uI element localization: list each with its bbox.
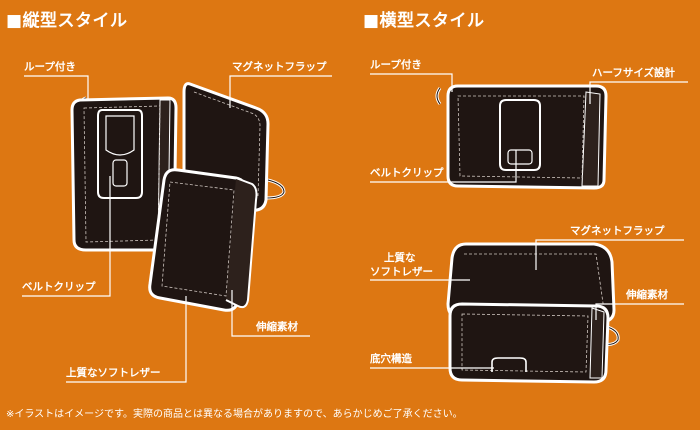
label-horizontal-bottom: 底穴構造 — [370, 353, 412, 365]
leader-lines — [22, 73, 688, 383]
disclaimer-footnote: ※イラストはイメージです。実際の商品とは異なる場合がありますので、あらかじめご了… — [6, 409, 463, 420]
horizontal-case-open — [446, 242, 620, 384]
vertical-case-open — [148, 82, 286, 312]
vertical-style-heading: ■縦型スタイル — [6, 11, 128, 31]
horizontal-style-heading: ■横型スタイル — [363, 11, 485, 31]
label-horizontal-leather-line1: 上質な — [384, 252, 416, 264]
label-horizontal-leather-line2: ソフトレザー — [370, 266, 433, 278]
label-horizontal-half-size: ハーフサイズ設計 — [592, 67, 676, 79]
vertical-case-closed — [70, 96, 178, 252]
label-horizontal-loop: ループ付き — [370, 59, 422, 71]
label-horizontal-belt-clip: ベルトクリップ — [370, 167, 444, 179]
label-vertical-leather: 上質なソフトレザー — [66, 367, 161, 379]
label-vertical-stretch: 伸縮素材 — [256, 321, 298, 333]
label-vertical-belt-clip: ベルトクリップ — [22, 281, 96, 293]
label-horizontal-stretch: 伸縮素材 — [626, 289, 668, 301]
horizontal-case-closed — [435, 84, 608, 190]
label-vertical-loop: ループ付き — [24, 61, 76, 73]
label-horizontal-magnet-flap: マグネットフラップ — [570, 225, 665, 237]
label-vertical-magnet-flap: マグネットフラップ — [232, 61, 327, 73]
